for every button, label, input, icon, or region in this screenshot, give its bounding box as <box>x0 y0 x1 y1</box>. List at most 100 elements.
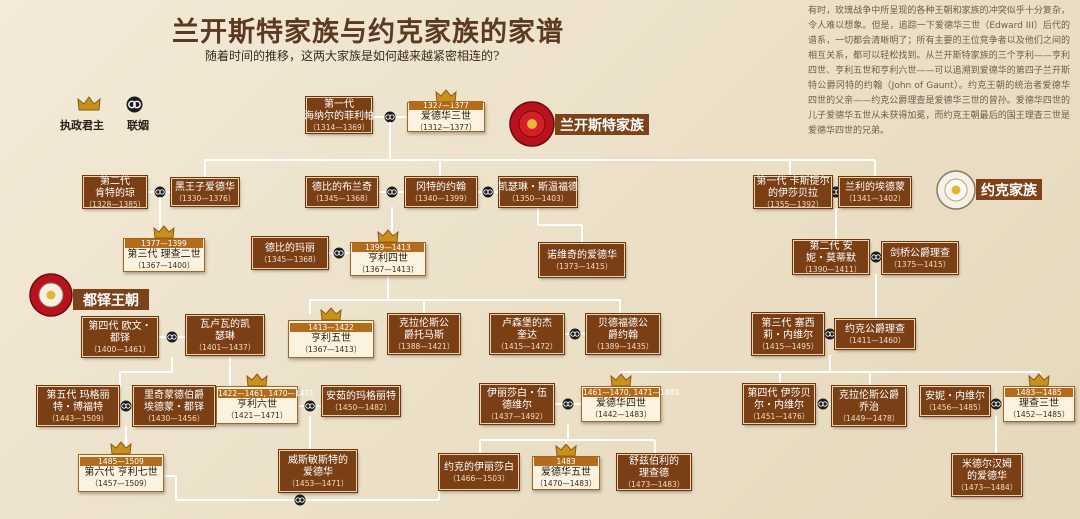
person-name: 德维尔 <box>502 399 532 411</box>
crown-icon <box>377 229 399 243</box>
marriage-icon <box>824 328 836 340</box>
person-name: 瑟琳 <box>215 330 235 342</box>
life-years: （1312—1377） <box>415 122 477 132</box>
person-box-owen: 第四代 欧文・都铎（1400—1461） <box>82 317 158 357</box>
person-name: 的伊莎贝拉 <box>768 187 818 199</box>
person-box-cecily: 第三代 塞西莉・内维尔（1415—1495） <box>752 313 824 355</box>
marriage-icon <box>817 398 829 410</box>
life-years: （1449—1478） <box>838 413 900 423</box>
tudor-rose-icon <box>29 273 73 317</box>
person-name: 埃德蒙・都铎 <box>144 401 204 413</box>
person-box-gaunt: 冈特的约翰（1340—1399） <box>405 177 477 207</box>
life-years: （1453—1471） <box>287 478 349 488</box>
page-title: 兰开斯特家族与约克家族的家谱 <box>172 17 564 48</box>
person-box-margaretb: 第五代 玛格丽特・博福特（1443—1509） <box>37 386 119 426</box>
person-name: 亨利六世 <box>237 398 277 410</box>
legend-crown-label: 执政君主 <box>60 119 104 132</box>
person-name: 爵约翰 <box>608 329 638 341</box>
marriage-icon <box>294 494 306 506</box>
life-years: （1328—1385） <box>84 199 146 209</box>
life-years: （1373—1415） <box>551 261 613 271</box>
person-box-langley: 兰利的埃德蒙（1341—1402） <box>839 177 911 207</box>
life-years: （1411—1460） <box>844 335 906 345</box>
reign-years: 1483—1485 <box>1005 387 1073 397</box>
reign-years: 1483 <box>534 456 598 466</box>
life-years: （1430—1456） <box>143 413 205 423</box>
person-name: 第五代 玛格丽 <box>46 389 110 401</box>
intro-paragraph: 有时，玫瑰战争中所呈现的各种王朝和家族的冲突似乎十分复杂，令人难以想象。但是，追… <box>808 6 1070 136</box>
life-years: （1345—1368） <box>259 254 321 264</box>
life-years: （1401—1437） <box>194 342 256 352</box>
person-box-clarence: 克拉伦斯公爵托马斯（1388—1421） <box>388 314 460 354</box>
person-name: 第二代 <box>100 175 130 187</box>
life-years: （1415—1495） <box>757 341 819 351</box>
person-name: 爱德华五世 <box>541 466 591 478</box>
marriage-icon <box>154 186 166 198</box>
person-box-york: 约克公爵理查（1411—1460） <box>835 319 915 349</box>
life-years: （1456—1485） <box>924 402 986 412</box>
person-name: 爱德华三世 <box>421 110 471 122</box>
life-years: （1443—1509） <box>47 413 109 423</box>
house-banner-lancaster: 兰开斯特家族 <box>555 114 649 135</box>
person-name: 妮・莫蒂默 <box>806 252 856 264</box>
marriage-icon <box>333 247 345 259</box>
marriage-icon <box>569 328 581 340</box>
life-years: （1355—1392） <box>762 199 824 209</box>
marriage-icon <box>166 331 178 343</box>
person-name: 兰利的埃德蒙 <box>845 181 905 193</box>
marriage-icon <box>120 400 132 412</box>
person-name: 贝德福德公 <box>598 317 648 329</box>
life-years: （1367—1413） <box>300 344 362 354</box>
life-years: （1341—1402） <box>844 193 906 203</box>
person-box-joan: 第二代肯特的琼（1328—1385） <box>83 175 147 209</box>
person-box-elizabethy: 约克的伊丽莎白（1466—1503） <box>439 454 519 490</box>
marriage-icon <box>482 186 494 198</box>
person-box-katherine: 凯瑟琳・斯温福德（1350—1403） <box>498 177 578 207</box>
person-name: 克拉伦斯公爵 <box>839 389 899 401</box>
person-name: 诺维奇的爱德华 <box>547 249 617 261</box>
person-box-edmund: 里奇蒙德伯爵埃德蒙・都铎（1430—1456） <box>133 386 215 426</box>
person-name: 肯特的琼 <box>95 187 135 199</box>
person-name: 特・博福特 <box>53 401 103 413</box>
life-years: （1390—1411） <box>800 264 862 274</box>
person-name: 克拉伦斯公 <box>399 317 449 329</box>
crown-legend-icon <box>77 96 101 111</box>
person-name: 亨利四世 <box>368 252 408 264</box>
marriage-legend-icon <box>126 96 143 113</box>
person-name: 的爱德华 <box>967 470 1007 482</box>
person-name: 理查三世 <box>1019 397 1059 409</box>
reign-years: 1485—1509 <box>80 456 162 466</box>
life-years: （1450—1482） <box>330 402 392 412</box>
person-box-isabelle: 第四代 伊莎贝尔・内维尔（1451—1476） <box>743 384 815 424</box>
marriage-icon <box>990 398 1002 410</box>
reign-years: 1461—1470, 1471—1483 <box>583 387 680 397</box>
person-name: 爵托马斯 <box>404 329 444 341</box>
person-name: 舒兹伯利的 <box>629 455 679 467</box>
person-name: 瓦卢瓦的凯 <box>200 318 250 330</box>
crown-icon <box>555 443 577 457</box>
life-years: （1367—1400） <box>133 260 195 270</box>
person-box-cambridge: 剑桥公爵理查（1375—1415） <box>882 242 958 274</box>
person-name: 海纳尔的菲利帕 <box>304 110 374 122</box>
life-years: （1388—1421） <box>393 341 455 351</box>
marriage-icon <box>384 111 396 123</box>
person-name: 奎达 <box>517 329 537 341</box>
person-name: 威斯敏斯特的 <box>288 454 348 466</box>
reign-years: 1327—1377 <box>409 100 483 110</box>
life-years: （1442—1483） <box>590 409 652 419</box>
person-name: 尔・内维尔 <box>754 399 804 411</box>
reign-years: 1413—1422 <box>290 322 372 332</box>
marriage-icon <box>870 251 882 263</box>
person-name: 爱德华 <box>303 466 333 478</box>
person-name: 第四代 欧文・ <box>88 320 152 332</box>
person-name: 第三代 理查二世 <box>127 248 201 260</box>
life-years: （1457—1509） <box>90 478 152 488</box>
white-rose-icon <box>936 170 976 210</box>
person-name: 伊丽莎白・伍 <box>487 387 547 399</box>
life-years: （1389—1435） <box>592 341 654 351</box>
life-years: （1421—1471） <box>226 410 288 420</box>
